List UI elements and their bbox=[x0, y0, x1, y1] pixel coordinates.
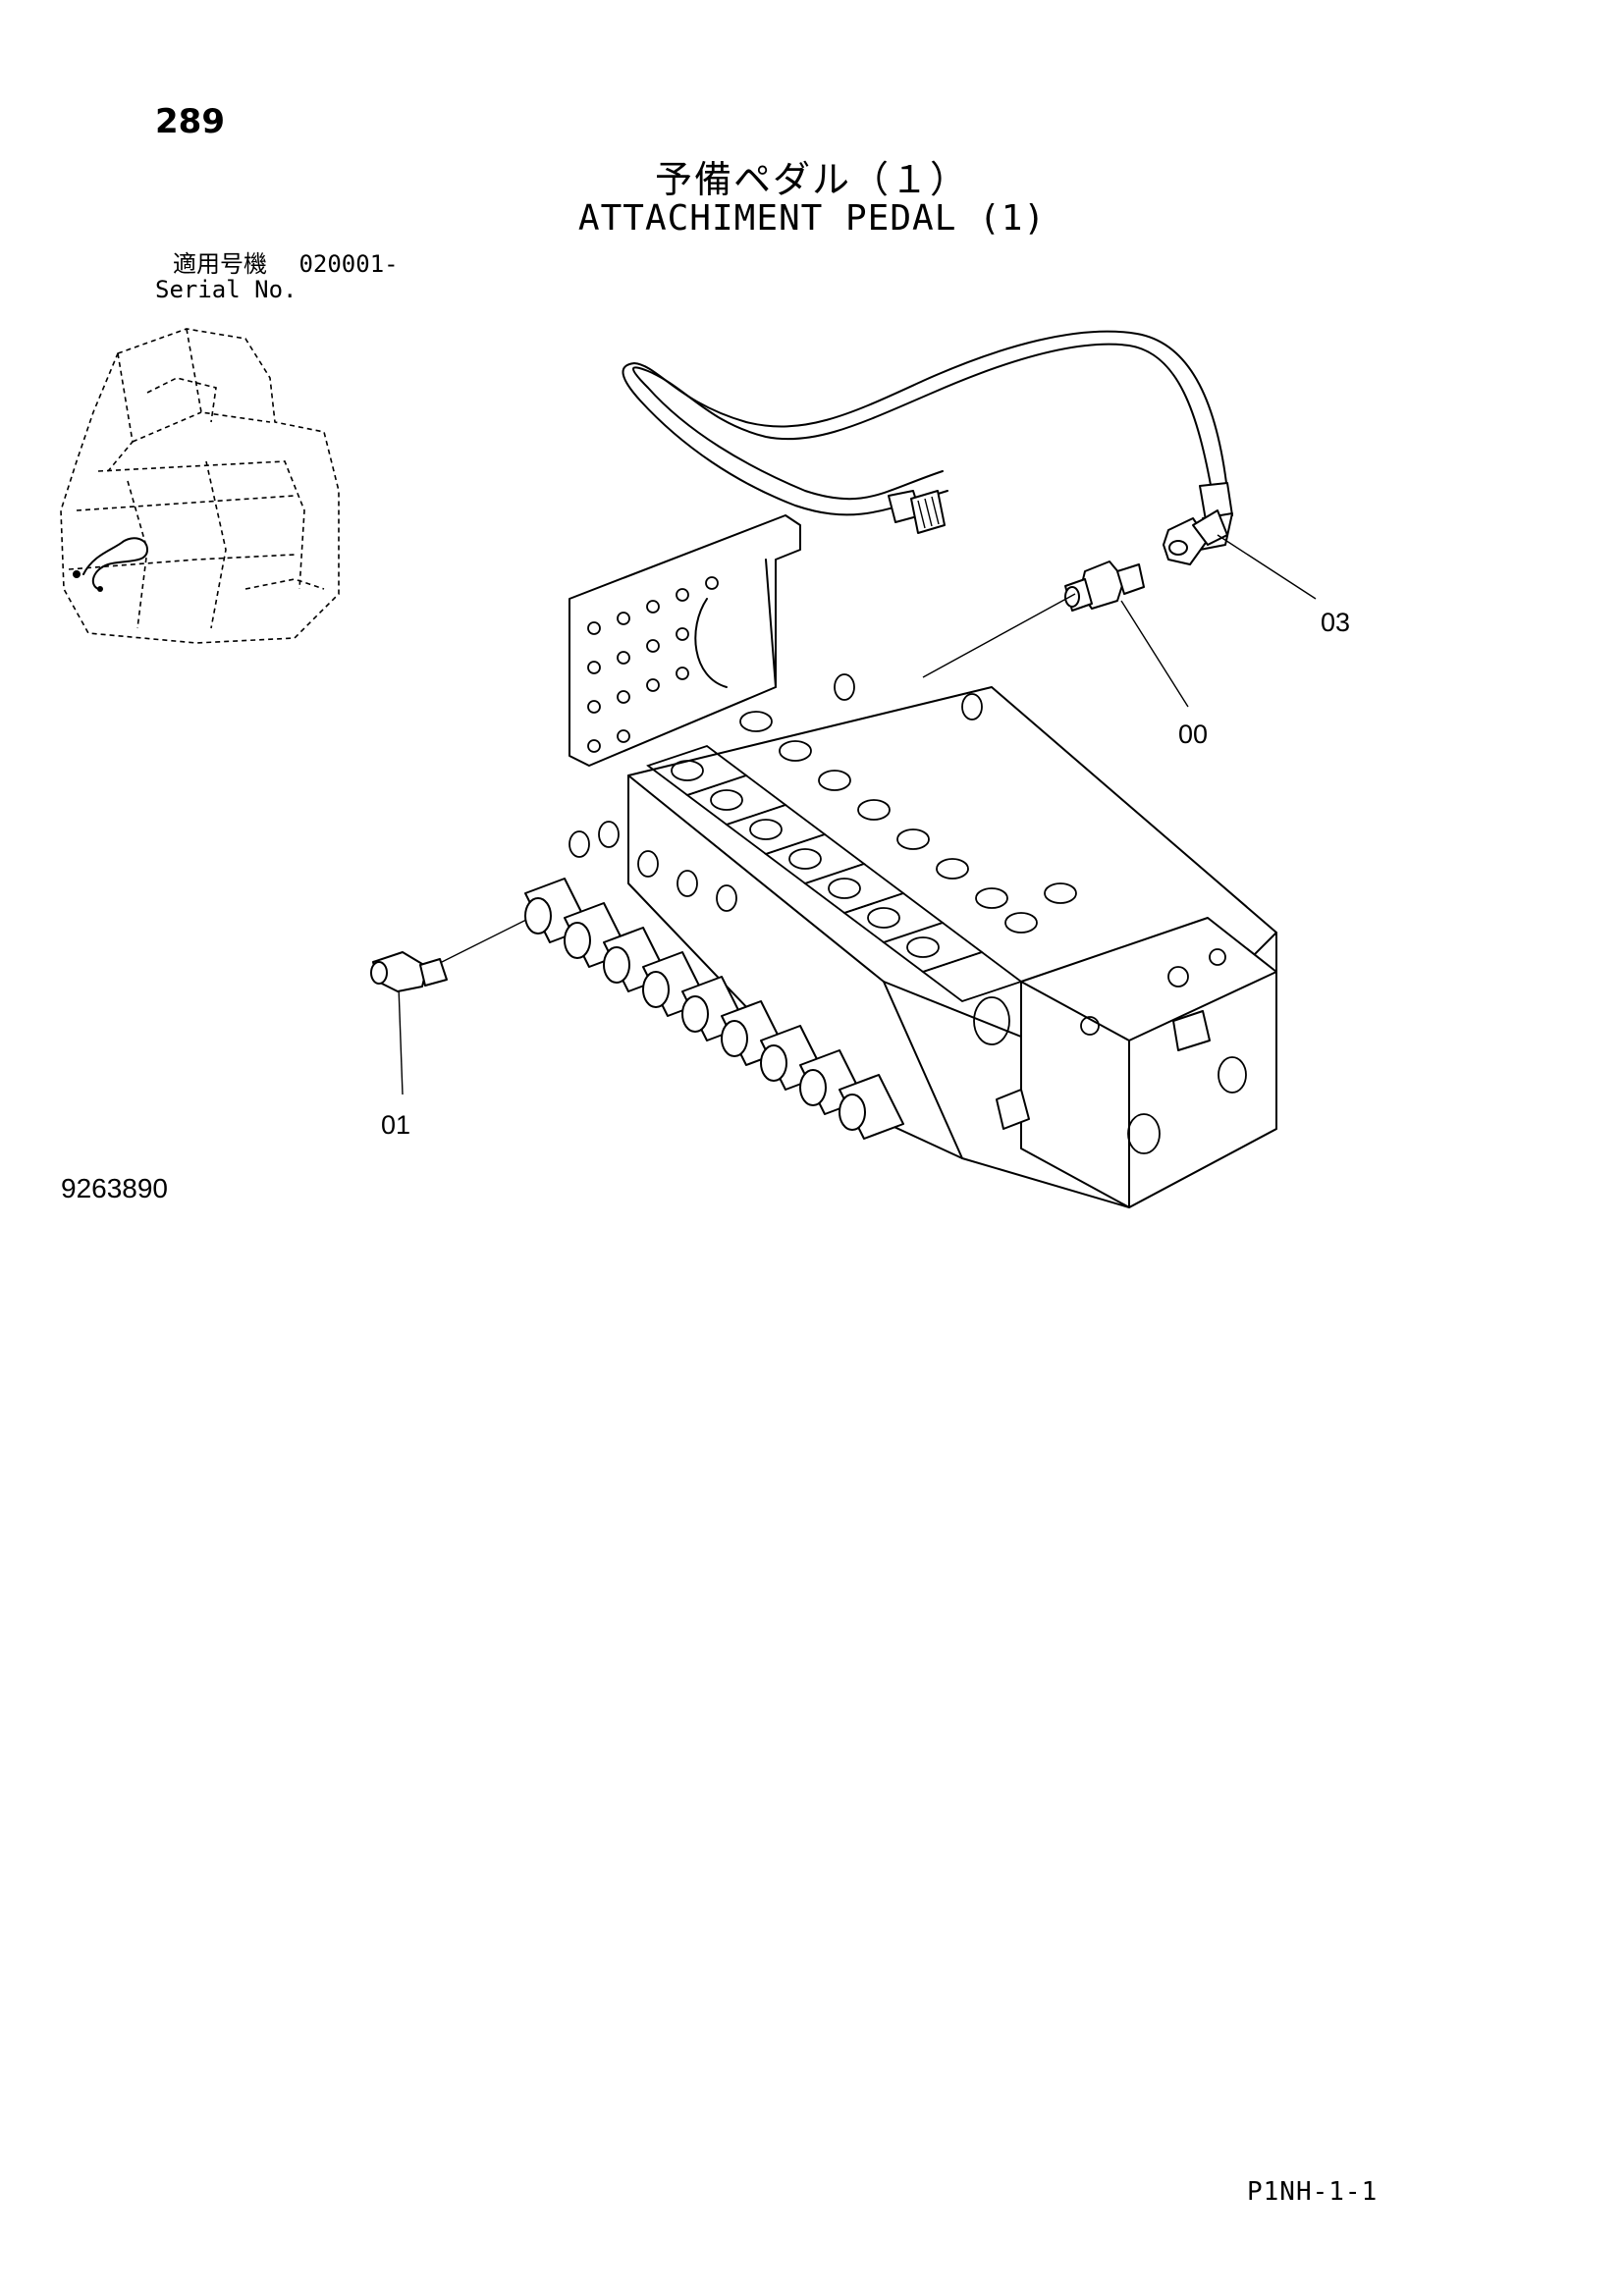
callout-03: 03 bbox=[1321, 608, 1350, 637]
serial-block: 適用号機 020001- Serial No. bbox=[155, 251, 399, 302]
control-valve-block bbox=[524, 673, 1277, 1208]
sheet-code: P1NH-1-1 bbox=[1247, 2177, 1379, 2207]
hose-assembly bbox=[622, 330, 1233, 551]
spool-caps bbox=[524, 878, 904, 1140]
serial-label-english: Serial No. bbox=[155, 276, 298, 303]
page-number: 289 bbox=[155, 102, 225, 141]
title-english: ATTACHIMENT PEDAL (1) bbox=[577, 198, 1047, 239]
callout-01: 01 bbox=[381, 1110, 410, 1140]
serial-value: 020001- bbox=[298, 250, 399, 278]
parts-diagram: 03 00 01 bbox=[60, 328, 1350, 1208]
callout-00: 00 bbox=[1178, 720, 1208, 749]
adapter-fitting bbox=[1064, 561, 1145, 612]
elbow-fitting-01 bbox=[370, 951, 448, 992]
cab-locator-inset bbox=[60, 328, 340, 644]
title-japanese: 予備ペダル（１） bbox=[654, 158, 969, 201]
mounting-bracket bbox=[568, 514, 801, 767]
elbow-fitting bbox=[1163, 509, 1228, 565]
drawing-number: 9263890 bbox=[61, 1173, 169, 1203]
serial-label-japanese: 適用号機 bbox=[173, 250, 267, 278]
